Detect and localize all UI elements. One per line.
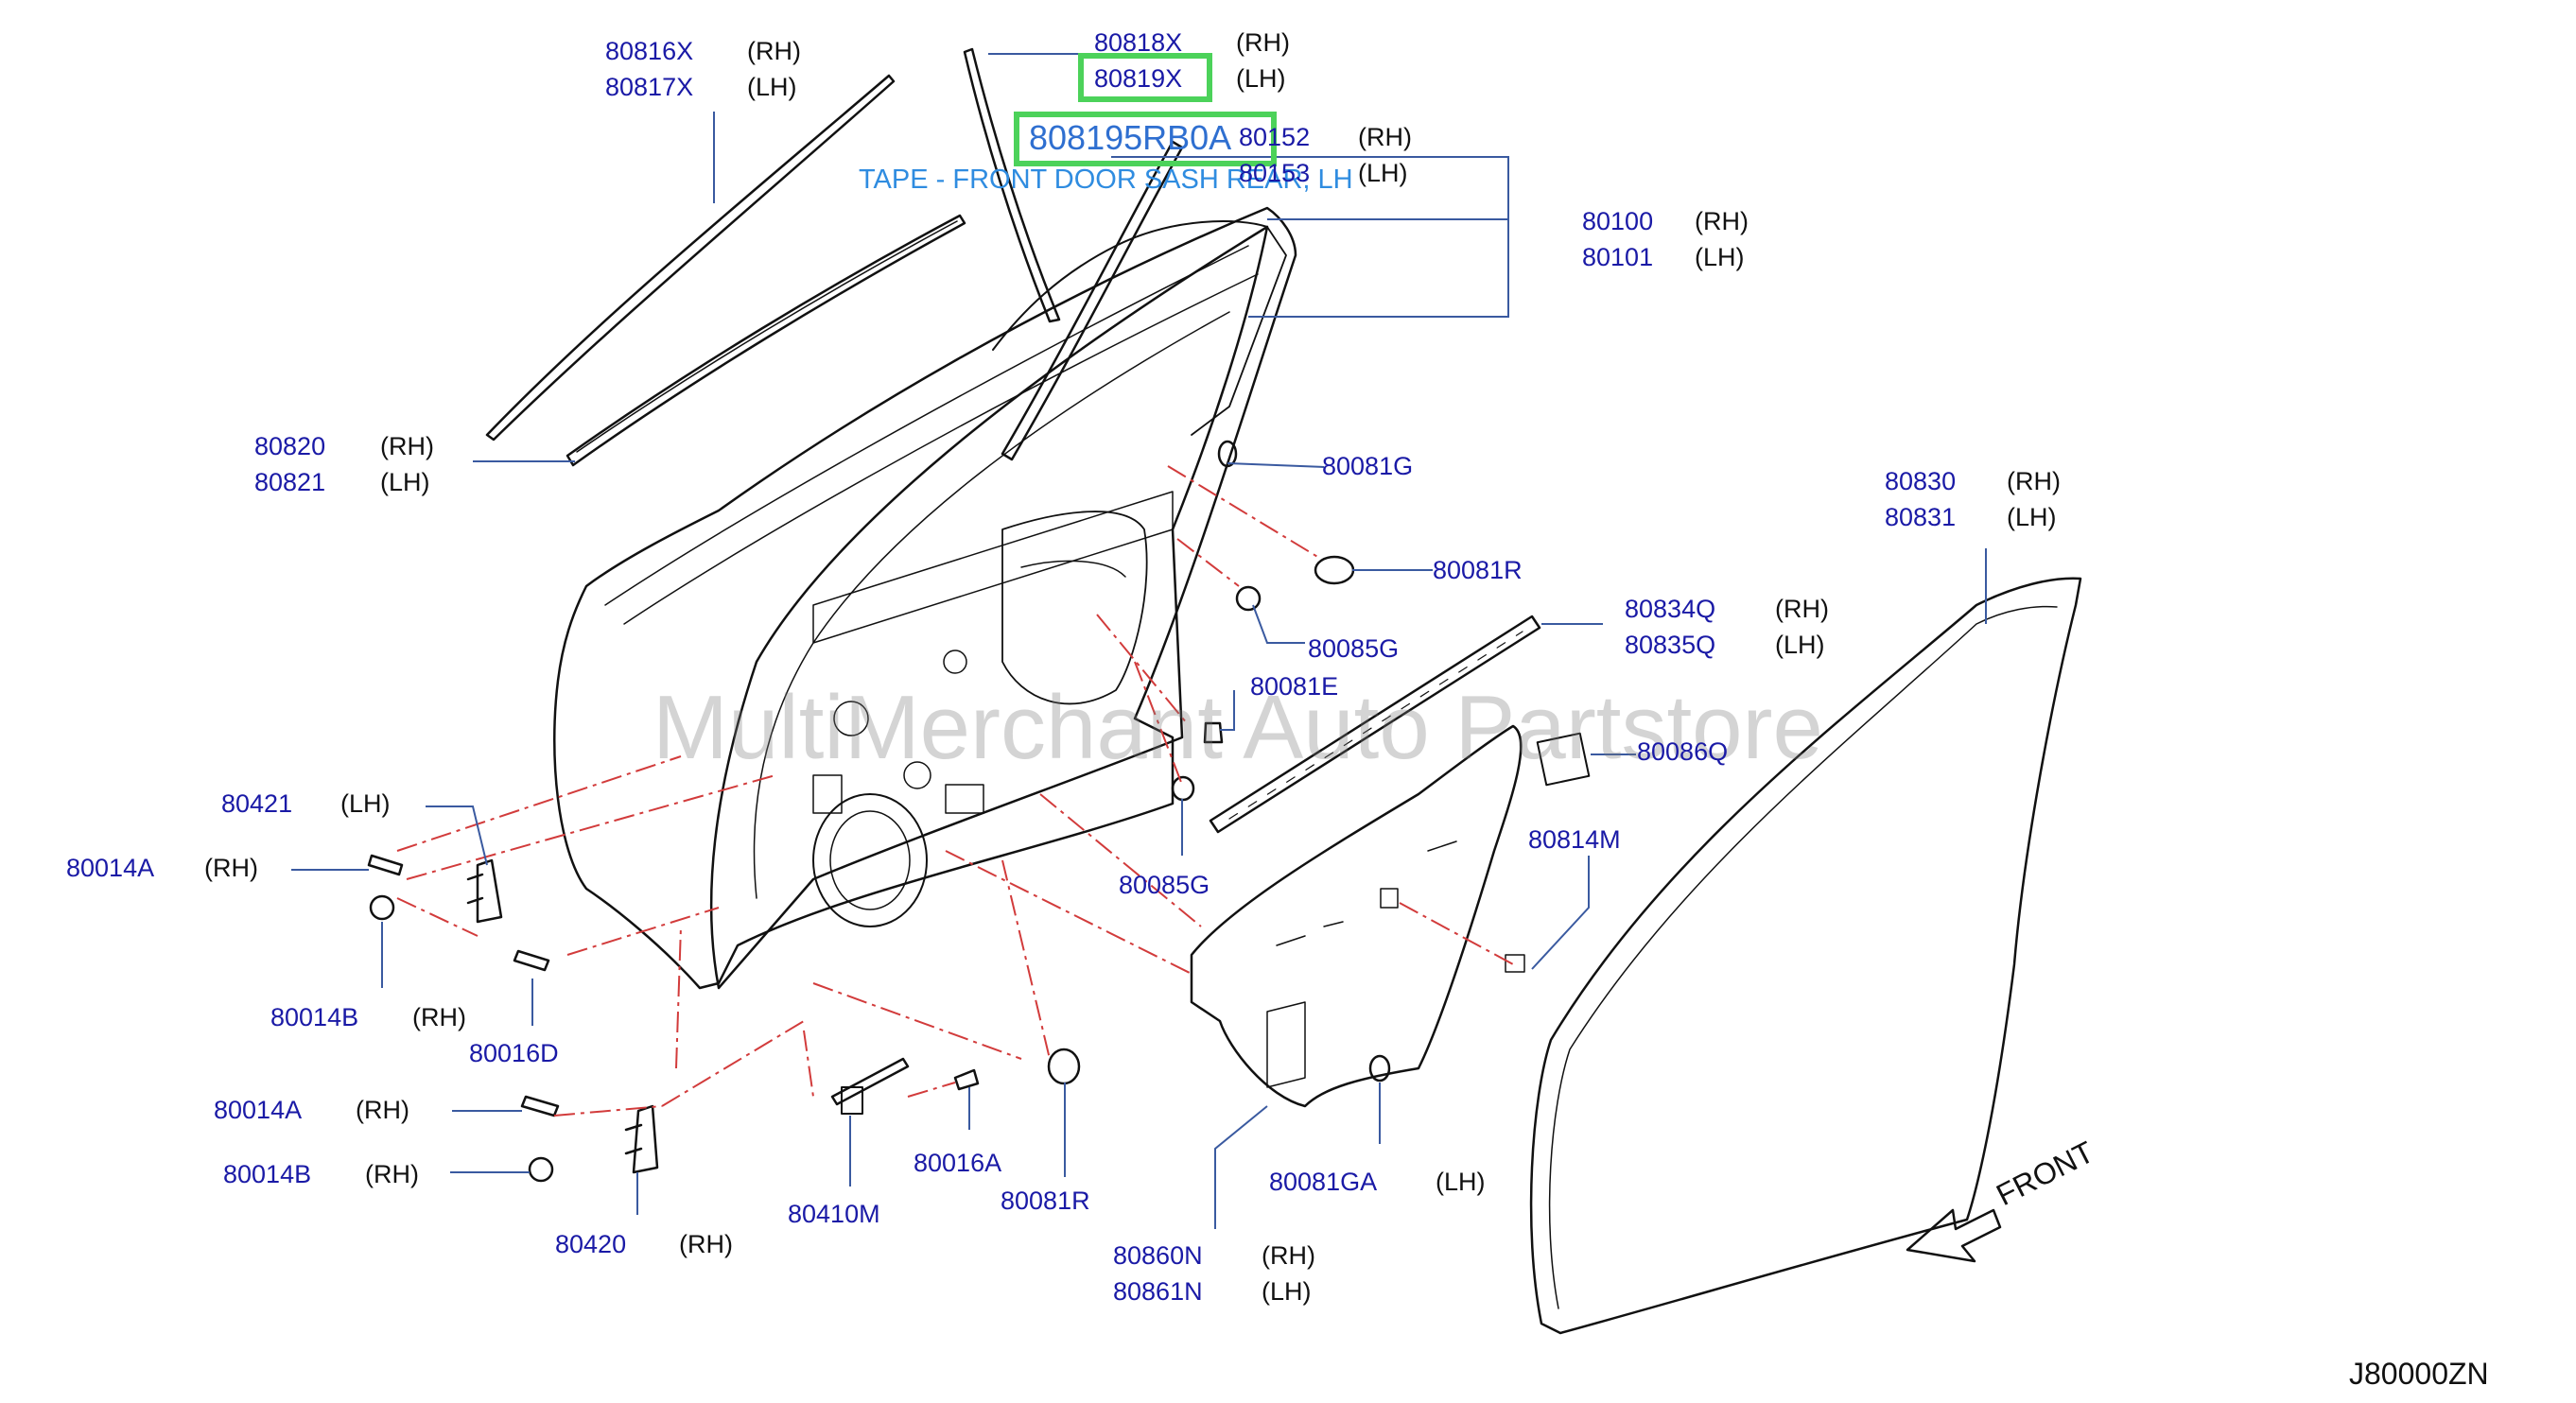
highlight-box-80819x bbox=[1078, 53, 1212, 102]
door-shell bbox=[553, 206, 1297, 990]
label-80814m[interactable]: 80814M bbox=[1528, 825, 1621, 854]
label-80081r-bot[interactable]: 80081R bbox=[1001, 1186, 1090, 1215]
clips-grommets bbox=[1047, 440, 1391, 1085]
label-80821-side: (LH) bbox=[380, 468, 430, 496]
label-80860n[interactable]: 80860N bbox=[1113, 1241, 1203, 1270]
label-80085g-bot[interactable]: 80085G bbox=[1119, 871, 1210, 899]
front-arrow bbox=[1906, 1208, 2002, 1263]
label-80086q[interactable]: 80086Q bbox=[1637, 737, 1729, 766]
label-80835q[interactable]: 80835Q bbox=[1625, 631, 1716, 659]
sash-tape-part bbox=[963, 47, 1061, 323]
door-trim-part bbox=[1190, 724, 1523, 1108]
label-80816x-side: (RH) bbox=[747, 37, 801, 65]
label-80081ga[interactable]: 80081GA bbox=[1269, 1168, 1378, 1196]
label-80152[interactable]: 80152 bbox=[1239, 123, 1311, 151]
check-link-part bbox=[830, 1057, 910, 1106]
label-80153[interactable]: 80153 bbox=[1239, 159, 1311, 187]
label-80100-side: (RH) bbox=[1695, 207, 1749, 235]
label-80835q-side: (LH) bbox=[1775, 631, 1825, 659]
label-80834q[interactable]: 80834Q bbox=[1625, 595, 1716, 623]
label-80830[interactable]: 80830 bbox=[1885, 467, 1957, 495]
label-80834q-side: (RH) bbox=[1775, 595, 1829, 623]
label-80819x[interactable]: 80819X bbox=[1094, 64, 1183, 93]
label-80421-side: (LH) bbox=[340, 789, 391, 818]
label-80014b-bot[interactable]: 80014B bbox=[223, 1160, 312, 1188]
label-80831[interactable]: 80831 bbox=[1885, 503, 1957, 531]
label-80085g-top[interactable]: 80085G bbox=[1308, 634, 1400, 663]
label-80014a-bot[interactable]: 80014A bbox=[214, 1096, 303, 1124]
label-80081e[interactable]: 80081E bbox=[1250, 672, 1339, 701]
bolts bbox=[367, 854, 980, 1183]
label-80014b-top[interactable]: 80014B bbox=[270, 1003, 359, 1031]
label-80016a[interactable]: 80016A bbox=[914, 1149, 1002, 1177]
label-80816x[interactable]: 80816X bbox=[605, 37, 694, 65]
label-80820-side: (RH) bbox=[380, 432, 434, 460]
label-80818x[interactable]: 80818X bbox=[1094, 28, 1183, 57]
label-80817x-side: (LH) bbox=[747, 73, 797, 101]
label-80860n-side: (RH) bbox=[1262, 1241, 1315, 1270]
label-80152-side: (RH) bbox=[1358, 123, 1412, 151]
label-80818x-side: (RH) bbox=[1236, 28, 1290, 57]
label-80817x[interactable]: 80817X bbox=[605, 73, 694, 101]
door-inner-frame bbox=[709, 225, 1269, 990]
label-80081g[interactable]: 80081G bbox=[1322, 452, 1414, 480]
label-80420-side: (RH) bbox=[679, 1230, 733, 1258]
outer-molding-part bbox=[485, 74, 896, 442]
label-80819x-side: (LH) bbox=[1236, 64, 1286, 93]
label-80821[interactable]: 80821 bbox=[254, 468, 326, 496]
weatherstrip-part bbox=[1529, 577, 2082, 1335]
label-80830-side: (RH) bbox=[2007, 467, 2061, 495]
label-80101-side: (LH) bbox=[1695, 243, 1745, 271]
label-80014a-bot-side: (RH) bbox=[356, 1096, 409, 1124]
label-80410m[interactable]: 80410M bbox=[788, 1200, 880, 1228]
label-80820[interactable]: 80820 bbox=[254, 432, 326, 460]
selected-part-number[interactable]: 808195RB0A bbox=[1029, 118, 1232, 157]
selected-part-description: TAPE - FRONT DOOR SASH REAR, LH bbox=[859, 165, 1353, 195]
label-80421[interactable]: 80421 bbox=[221, 789, 293, 818]
label-80014b-bot-side: (RH) bbox=[365, 1160, 419, 1188]
sealing-screen-part bbox=[1536, 732, 1591, 787]
label-80831-side: (LH) bbox=[2007, 503, 2057, 531]
outside-molding-part bbox=[1209, 615, 1541, 834]
label-80861n[interactable]: 80861N bbox=[1113, 1277, 1203, 1306]
belt-molding-part bbox=[566, 214, 966, 467]
label-80861n-side: (LH) bbox=[1262, 1277, 1312, 1306]
label-80014a-top-side: (RH) bbox=[204, 854, 258, 882]
label-80014a-top[interactable]: 80014A bbox=[66, 854, 155, 882]
label-80420[interactable]: 80420 bbox=[555, 1230, 627, 1258]
diagram-code: J80000ZN bbox=[2349, 1357, 2489, 1391]
label-80081r-top[interactable]: 80081R bbox=[1433, 556, 1523, 584]
sash-tape-rear-part bbox=[1001, 140, 1184, 461]
lower-hinge-part bbox=[624, 1104, 659, 1174]
upper-hinge-part bbox=[466, 858, 503, 924]
label-80014b-top-side: (RH) bbox=[412, 1003, 466, 1031]
watermark-text: MultiMerchant Auto Partstore bbox=[653, 677, 1823, 778]
label-80101[interactable]: 80101 bbox=[1582, 243, 1654, 271]
label-80153-side: (LH) bbox=[1358, 159, 1408, 187]
label-80100[interactable]: 80100 bbox=[1582, 207, 1654, 235]
label-80016d[interactable]: 80016D bbox=[469, 1039, 559, 1067]
label-80081ga-side: (LH) bbox=[1436, 1168, 1486, 1196]
highlight-box-selected-part[interactable] bbox=[1014, 112, 1277, 166]
